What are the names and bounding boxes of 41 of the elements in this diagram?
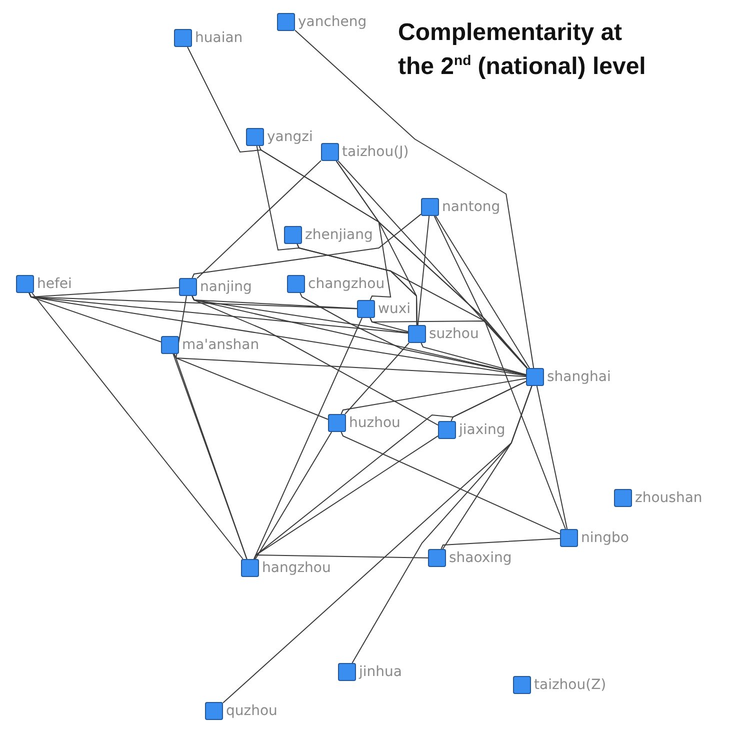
connection-line xyxy=(370,318,528,368)
city-label: zhenjiang xyxy=(305,227,373,243)
connection-line xyxy=(196,160,322,279)
city-label: shaoxing xyxy=(449,550,512,566)
connection-line xyxy=(434,216,566,530)
city-label: hangzhou xyxy=(262,560,331,576)
city-label: changzhou xyxy=(308,276,385,292)
connection-line xyxy=(417,216,430,326)
connection-line xyxy=(294,30,534,368)
connection-line xyxy=(222,386,532,704)
city-label: nanjing xyxy=(200,279,252,295)
connection-line xyxy=(420,342,526,376)
connection-line xyxy=(254,554,428,560)
city-label: taizhou(Z) xyxy=(534,677,606,693)
connection-line xyxy=(336,160,392,300)
connection-line xyxy=(32,292,244,560)
connection-line xyxy=(536,386,568,530)
connection-line xyxy=(28,292,162,342)
connection-line xyxy=(192,296,438,426)
city-label: ningbo xyxy=(581,530,629,546)
city-label: yancheng xyxy=(298,14,367,30)
connection-line xyxy=(340,378,526,414)
city-label: shanghai xyxy=(547,369,611,385)
city-label: jiaxing xyxy=(459,422,506,438)
connection-line xyxy=(258,146,528,368)
connection-line xyxy=(174,354,328,420)
city-label: nantong xyxy=(442,199,500,215)
connection-line xyxy=(254,318,362,560)
connection-line xyxy=(435,216,530,368)
city-label: jinhua xyxy=(359,664,402,680)
city-label: quzhou xyxy=(226,703,278,719)
city-label: taizhou(J) xyxy=(342,144,409,160)
title: Complementarity at the 2$^{nd}$ (national) level xyxy=(398,18,647,82)
city-label: yangzi xyxy=(267,129,313,145)
connection-line xyxy=(340,432,560,534)
connection-line xyxy=(192,214,422,278)
connection-line xyxy=(254,432,332,560)
connection-line xyxy=(300,292,526,376)
connection-line xyxy=(344,342,410,414)
connection-line xyxy=(440,538,560,550)
connection-line xyxy=(172,354,248,560)
